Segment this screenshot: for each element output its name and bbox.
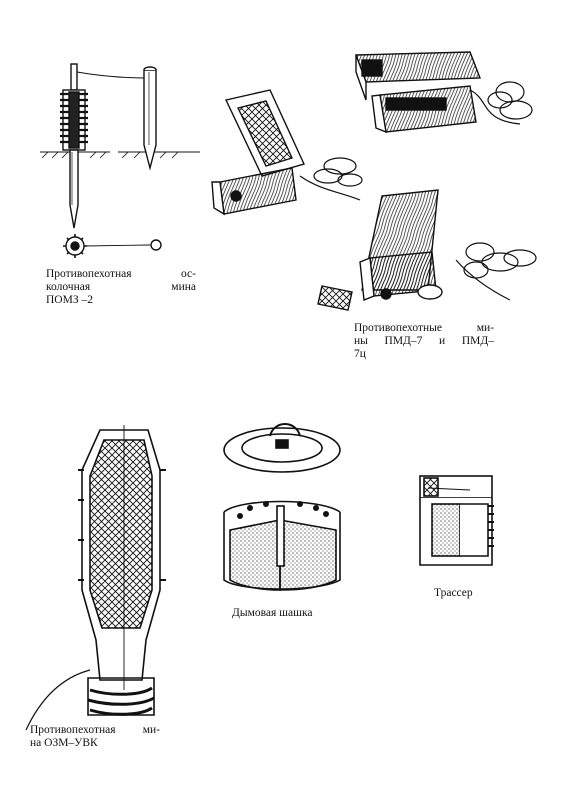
pomz-caption-line-3: ПОМЗ –2 [46,294,93,306]
pmd-caption-line-1: Противопехотные ми- [354,322,494,334]
ozm-caption-line-2: на ОЗМ–УВК [30,737,98,749]
tracer-caption: Трассер [434,587,514,600]
pomz-mine-illustration [40,63,200,258]
smoke-pot-illustration [223,423,341,591]
pomz-caption-line-2: колочная мина [46,281,196,293]
pomz-caption: Противопехотная ос- колочная мина ПОМЗ –… [46,268,196,307]
pmd-caption-line-3: 7ц [354,348,366,360]
ozm-mine-illustration [25,425,166,731]
pmd-caption: Противопехотные ми- ны ПМД–7 и ПМД– 7ц [354,322,494,361]
ozm-caption: Противопехотная ми- на ОЗМ–УВК [30,724,160,750]
pomz-caption-line-1: Противопехотная ос- [46,268,196,280]
pmd-mines-illustration [211,51,537,311]
smoke-caption: Дымовая шашка [232,607,352,620]
pmd-caption-line-2: ны ПМД–7 и ПМД– [354,335,494,347]
tracer-caption-line-1: Трассер [434,587,473,599]
tracer-illustration [419,475,494,566]
ozm-caption-line-1: Противопехотная ми- [30,724,160,736]
smoke-caption-line-1: Дымовая шашка [232,607,313,619]
